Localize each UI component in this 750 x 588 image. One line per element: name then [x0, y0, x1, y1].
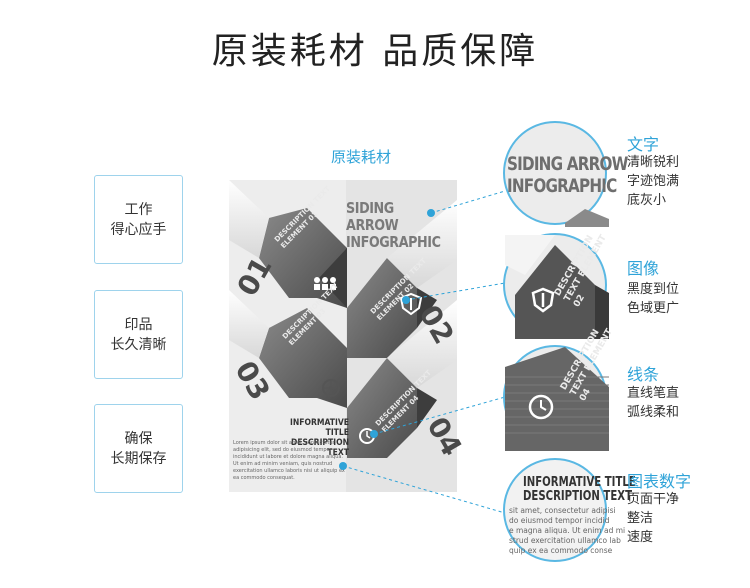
shield-icon	[531, 287, 555, 313]
arrow-02	[347, 258, 417, 358]
poster-info-title: INFORMATIVE TITLE DESCRIPTION TEXT	[289, 418, 349, 458]
zoom-image-detail: DESCRIPTION TEXT ELEMENT 02	[503, 233, 609, 339]
page-title: 原装耗材 品质保障	[211, 31, 539, 72]
spec-title-lines: 线条	[627, 365, 660, 384]
feature-card-print: 印品 长久清晰	[94, 290, 183, 379]
feature-line: 长期保存	[110, 450, 167, 467]
clock-icon	[528, 394, 554, 420]
feature-card-work: 工作 得心应手	[94, 175, 183, 264]
product-caption: 原装耗材	[330, 148, 391, 166]
spec-desc-image: 黑度到位 色域更广	[627, 282, 680, 316]
connector-dot	[339, 462, 347, 470]
poster-body-text: Lorem ipsum dolor sit amet, consectetur …	[233, 440, 345, 481]
connector-dot	[427, 209, 435, 217]
zoom-body-text: sit amet, consectetur adipisi do eiusmod…	[509, 506, 626, 555]
spec-desc-chart: 页面干净 整洁 速度	[627, 492, 680, 545]
spec-title-chart: 图表数字	[627, 472, 692, 491]
connector-dot	[370, 430, 378, 438]
feature-card-storage: 确保 长期保存	[94, 404, 183, 493]
poster-headline: SIDING ARROW INFOGRAPHIC	[346, 199, 441, 251]
feature-line: 工作	[124, 201, 153, 218]
target-icon	[322, 379, 340, 397]
zoom-lines-detail: DESCRIPTION TEXT ELEMENT 04	[503, 327, 615, 451]
connector-dot	[402, 296, 410, 304]
zoom-info-title: INFORMATIVE TITLE DESCRIPTION TEXT	[523, 475, 636, 504]
poster-arrows-graphic	[229, 180, 457, 492]
arrow-04	[347, 358, 417, 458]
zoom-headline: SIDING ARROW INFOGRAPHIC	[507, 153, 628, 197]
feature-line: 得心应手	[110, 221, 167, 238]
feature-line: 印品	[124, 316, 153, 333]
shield-icon	[399, 292, 423, 316]
spec-title-image: 图像	[627, 259, 660, 278]
feature-line: 确保	[124, 430, 153, 447]
people-icon	[314, 277, 336, 290]
zoom-corner-graphic	[565, 209, 609, 227]
zoom-chart-text-detail: INFORMATIVE TITLE DESCRIPTION TEXT sit a…	[503, 458, 636, 562]
feature-line: 长久清晰	[110, 336, 167, 353]
spec-desc-text: 清晰锐利 字迹饱满 底灰小	[627, 155, 680, 208]
sample-print-poster: SIDING ARROW INFOGRAPHIC 01 02 03 04 DES…	[228, 180, 469, 492]
spec-title-text: 文字	[627, 135, 660, 154]
zoom-text-detail: SIDING ARROW INFOGRAPHIC	[503, 121, 628, 227]
spec-desc-lines: 直线笔直 弧线柔和	[627, 386, 680, 420]
